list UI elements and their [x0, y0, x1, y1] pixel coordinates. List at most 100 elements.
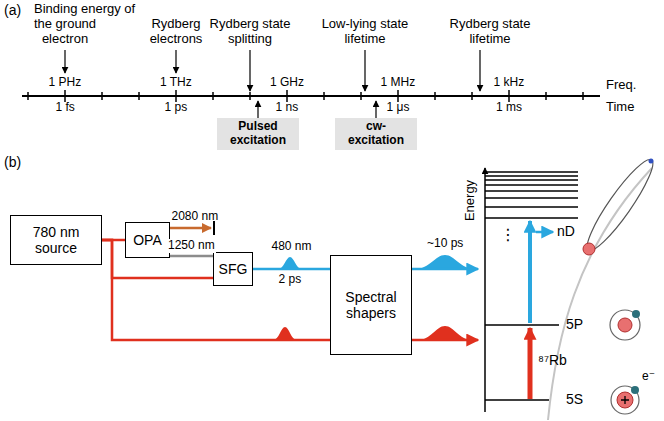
state-label: 5S	[566, 391, 583, 407]
pointer-arrow	[375, 101, 376, 118]
tick-label: 1 ms	[496, 101, 522, 115]
axis-tick	[27, 92, 29, 100]
tick-label: 1 fs	[56, 101, 75, 115]
axis-tick	[138, 92, 140, 100]
potential-curve	[548, 168, 652, 420]
level-line	[485, 217, 578, 218]
axis-tick	[360, 92, 362, 100]
axis-title: Freq.	[606, 78, 636, 93]
electron-label: e⁻	[642, 370, 655, 384]
process-box: Spectral shapers	[330, 255, 412, 355]
nucleus	[583, 243, 595, 255]
beam-line	[170, 256, 213, 257]
annotation: Binding energy of	[34, 2, 135, 17]
ellipsis: ⋮	[500, 226, 516, 244]
annotation: Rydberg electrons	[141, 17, 211, 47]
axis-tick	[101, 92, 103, 100]
annotation: the ground electron	[29, 17, 101, 47]
output-beam	[412, 268, 478, 271]
level-line	[485, 197, 578, 198]
annotation: Rydberg state splitting	[202, 17, 298, 47]
pointer-arrow	[364, 50, 365, 91]
pointer-arrow	[479, 50, 480, 91]
process-box: SFG	[213, 252, 253, 286]
wavelength-label: 1250 nm	[167, 239, 216, 253]
tick-label: 1 THz	[160, 76, 192, 90]
annotation: Rydberg state lifetime	[440, 17, 540, 47]
beam-path	[253, 268, 330, 271]
pointer-arrows	[65, 50, 480, 118]
axis-tick	[545, 92, 547, 100]
beam-line	[253, 269, 330, 270]
beam-path	[170, 255, 213, 258]
energy-levels	[485, 172, 578, 400]
state-label: nD	[557, 223, 575, 239]
duration-label: ~10 ps	[427, 237, 463, 251]
tick-label: 1 MHz	[381, 76, 416, 90]
level-line	[485, 171, 578, 172]
beam-block	[213, 221, 215, 235]
pointer-arrow	[249, 50, 250, 91]
source-box: 780 nm source	[10, 215, 102, 265]
pointer-arrow	[175, 50, 176, 73]
output-beam	[412, 339, 478, 342]
tick-label: 1 ns	[276, 101, 299, 115]
level-line	[485, 324, 559, 325]
regime-box: Pulsed excitation	[217, 118, 299, 150]
wavelength-label: 2080 nm	[172, 210, 219, 224]
species-label: ⁸⁷Rb	[538, 352, 567, 368]
axis-title: Energy	[463, 179, 478, 220]
state-pointer	[536, 231, 553, 234]
level-line	[485, 190, 578, 191]
short-pulse	[278, 257, 302, 269]
level-line	[485, 175, 578, 176]
orbit	[610, 310, 640, 340]
axis-tick	[249, 92, 251, 100]
tick-label: 1 PHz	[49, 76, 82, 90]
plus-sign	[621, 396, 629, 404]
tick-label: 1 kHz	[494, 76, 525, 90]
axis-tick	[323, 92, 325, 100]
atom-5p	[610, 310, 640, 340]
energy-axis	[484, 168, 486, 412]
state-label: 5P	[566, 316, 583, 332]
electron	[631, 386, 639, 394]
process-box: OPA	[125, 222, 170, 258]
orbit	[579, 154, 660, 257]
level-line	[485, 399, 549, 400]
panel-label: (b)	[4, 154, 21, 170]
level-line	[485, 179, 578, 180]
wavelength-label: 480 nm	[271, 240, 313, 254]
node-text: OPA	[133, 232, 162, 248]
shaped-pulse	[415, 255, 475, 269]
shaped-pulse	[418, 326, 472, 340]
idler-beam	[170, 227, 211, 230]
node-text: Pulsed excitation	[220, 120, 296, 148]
panel-label: (a)	[4, 2, 21, 18]
node-text: Spectral shapers	[334, 289, 408, 321]
duration-label: 2 ps	[279, 273, 302, 287]
axis-tick	[212, 92, 214, 100]
tick-label: 1 ps	[165, 101, 188, 115]
axis-tick	[471, 92, 473, 100]
short-pulse	[273, 327, 297, 340]
excitation-arrow	[528, 221, 532, 323]
node-text: SFG	[219, 261, 248, 277]
annotation: Low-lying state lifetime	[315, 17, 415, 47]
nucleus	[617, 392, 633, 408]
level-line	[485, 206, 578, 207]
electron	[649, 159, 654, 164]
node-text: 780 nm source	[14, 224, 98, 256]
electron	[632, 310, 640, 318]
axis-tick	[434, 92, 436, 100]
excitation-arrow	[528, 328, 533, 399]
time-axis	[22, 95, 600, 97]
orbit	[611, 386, 639, 414]
nucleus	[618, 318, 632, 332]
regime-box: cw-excitation	[335, 118, 417, 150]
tick-label: 1 μs	[387, 101, 410, 115]
level-line	[485, 184, 578, 185]
tick-label: 1 GHz	[270, 76, 304, 90]
axis-tick	[582, 92, 584, 100]
